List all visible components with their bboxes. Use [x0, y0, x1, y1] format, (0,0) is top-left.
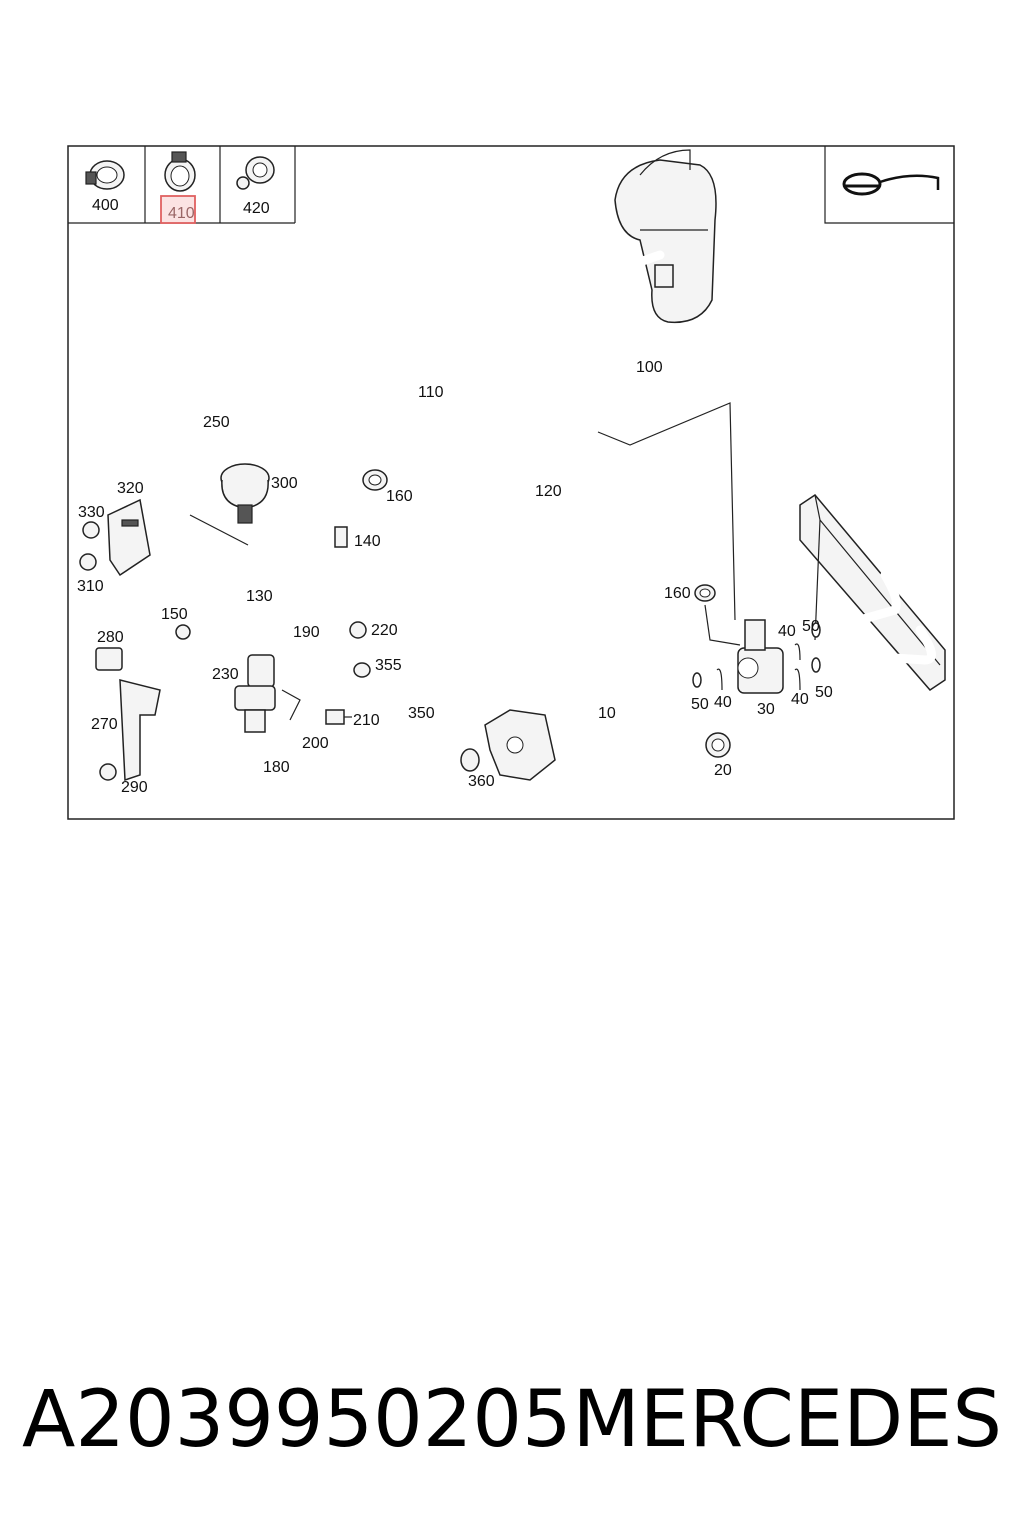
- part-150: [175, 624, 191, 640]
- label-150: 150: [161, 606, 188, 623]
- label-355: 355: [375, 657, 402, 674]
- label-40b: 40: [714, 694, 732, 711]
- label-40a: 40: [778, 623, 796, 640]
- clamp-400-icon: [85, 160, 125, 190]
- clamp-160-right: [694, 584, 716, 602]
- hose-350-inner: [373, 680, 460, 800]
- label-50a: 50: [802, 618, 820, 635]
- header-part-420-label: 420: [243, 200, 270, 217]
- hose-200-inner: [323, 735, 344, 800]
- label-330: 330: [78, 504, 105, 521]
- clamp-20: [705, 732, 731, 758]
- hose-100-inner: [425, 333, 717, 400]
- heater-core: [799, 494, 946, 691]
- part-220: [349, 621, 367, 639]
- bracket-320: [79, 498, 151, 577]
- label-140: 140: [354, 533, 381, 550]
- valve-30: [737, 619, 784, 694]
- part-number: A2039950205: [22, 1375, 572, 1465]
- label-160a: 160: [386, 488, 413, 505]
- label-290: 290: [121, 779, 148, 796]
- header-part-400-label: 400: [92, 197, 119, 214]
- water-pump-housing: [484, 709, 556, 781]
- label-320: 320: [117, 480, 144, 497]
- label-310: 310: [77, 578, 104, 595]
- steering-wheel-icon: [842, 172, 940, 196]
- hose-110-inner: [305, 368, 597, 437]
- label-120: 120: [535, 483, 562, 500]
- label-220: 220: [371, 622, 398, 639]
- header-part-410-label: 410: [168, 205, 195, 222]
- label-210: 210: [353, 712, 380, 729]
- label-360: 360: [468, 773, 495, 790]
- pump-300: [220, 463, 270, 524]
- hose-190-inner: [296, 644, 355, 725]
- label-110: 110: [418, 384, 444, 401]
- part-210: [325, 709, 352, 725]
- clamp-160-upper: [362, 469, 388, 491]
- header-part-410-highlight: [160, 195, 196, 224]
- diagram-frame: [67, 145, 955, 820]
- clamp-410-icon: [164, 151, 196, 192]
- part-caption: A2039950205 MERCEDES: [22, 1375, 1002, 1465]
- label-50c: 50: [815, 684, 833, 701]
- valve-230: [234, 654, 276, 733]
- label-250: 250: [203, 414, 230, 431]
- bracket-270: [95, 647, 161, 782]
- hose-120-inner: [390, 439, 704, 565]
- hose-250-inner: [180, 390, 295, 565]
- clamp-420-icon: [236, 156, 275, 190]
- label-300: 300: [271, 475, 298, 492]
- label-40c: 40: [791, 691, 809, 708]
- expansion-tank: [614, 149, 717, 324]
- brand-name: MERCEDES: [572, 1375, 1003, 1465]
- hose-from-tank-inner: [510, 250, 665, 335]
- label-190: 190: [293, 624, 320, 641]
- hose-tank-drop-inner: [555, 325, 585, 385]
- hose-130-inner: [186, 495, 357, 735]
- part-360: [460, 748, 480, 772]
- label-350: 350: [408, 705, 435, 722]
- label-280: 280: [97, 629, 124, 646]
- label-30: 30: [757, 701, 775, 718]
- seal-rings: [692, 622, 821, 691]
- hose-10-inner: [565, 683, 680, 785]
- hose-180-inner: [200, 740, 261, 790]
- label-160b: 160: [664, 585, 691, 602]
- parts-diagram: 400 410 420: [67, 145, 955, 820]
- part-355: [353, 662, 371, 678]
- label-100: 100: [636, 359, 663, 376]
- label-180: 180: [263, 759, 290, 776]
- label-200: 200: [302, 735, 329, 752]
- label-10: 10: [598, 705, 616, 722]
- label-270: 270: [91, 716, 118, 733]
- steering-box: [824, 146, 954, 224]
- label-50b: 50: [691, 696, 709, 713]
- part-140: [334, 526, 348, 548]
- label-130: 130: [246, 588, 273, 605]
- leader-lines: [189, 402, 741, 721]
- label-20: 20: [714, 762, 732, 779]
- label-230: 230: [212, 666, 239, 683]
